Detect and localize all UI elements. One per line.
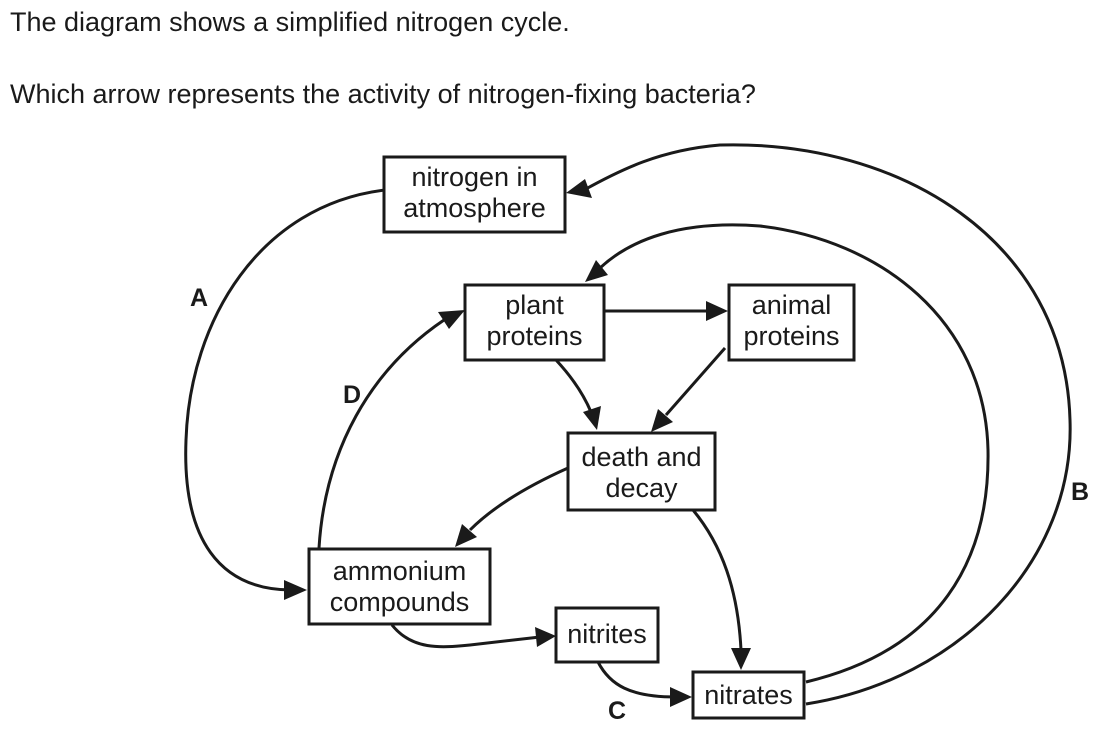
arrow-decay-to-ammonium — [468, 466, 569, 532]
arrow-nitrates-to-plant — [598, 223, 990, 684]
arrowhead — [566, 179, 592, 198]
node-box — [382, 155, 567, 234]
node-box — [727, 283, 856, 362]
question-intro: The diagram shows a simplified nitrogen … — [10, 7, 570, 37]
node-animal-line2: proteins — [743, 321, 839, 351]
arrowhead — [583, 406, 601, 430]
node-nitrates-label: nitrates — [704, 680, 793, 710]
arrow-label-d: D — [343, 381, 361, 409]
node-box — [554, 606, 660, 664]
node-plant-proteins: plant proteins — [463, 283, 606, 362]
node-box — [691, 670, 806, 720]
question-prompt: Which arrow represents the activity of n… — [10, 79, 756, 109]
node-ammonium-line1: ammonium — [333, 556, 467, 586]
arrowhead — [535, 627, 556, 647]
node-plant-line2: proteins — [486, 321, 582, 351]
node-box — [463, 283, 606, 362]
node-death-decay: death and decay — [566, 431, 717, 512]
arrow-decay-to-nitrates — [691, 509, 743, 651]
node-atmosphere-line2: atmosphere — [403, 193, 546, 223]
arrow-label-b: B — [1071, 478, 1089, 506]
node-nitrites: nitrites — [554, 606, 660, 664]
arrow-plant-to-decay — [554, 358, 593, 413]
arrowheads — [284, 179, 751, 707]
arrow-b-denitrification — [583, 143, 1072, 706]
node-animal-proteins: animal proteins — [727, 283, 856, 362]
arrow-label-c: C — [608, 697, 626, 725]
node-plant-line1: plant — [505, 290, 564, 320]
node-atmosphere-line1: nitrogen in — [411, 162, 537, 192]
arrowhead — [455, 524, 477, 547]
arrow-label-a: A — [190, 284, 208, 312]
node-nitrites-label: nitrites — [567, 619, 647, 649]
node-box — [566, 431, 717, 512]
arrowhead — [284, 580, 307, 600]
arrowhead — [670, 687, 692, 707]
arrowhead — [651, 409, 673, 432]
node-box — [307, 547, 492, 626]
arrow-c-nitrification — [596, 661, 677, 699]
arrow-d-uptake — [317, 318, 445, 549]
arrowhead — [585, 260, 608, 282]
arrow-animal-to-decay — [664, 347, 727, 416]
node-ammonium-line2: compounds — [330, 587, 470, 617]
node-death-line2: decay — [605, 473, 678, 503]
arrowhead — [706, 301, 728, 321]
arrow-a-fixation — [184, 188, 386, 592]
arrowhead — [731, 648, 751, 670]
node-atmosphere: nitrogen in atmosphere — [382, 155, 567, 234]
node-animal-line1: animal — [752, 290, 832, 320]
node-death-line1: death and — [581, 442, 701, 472]
node-nitrates: nitrates — [691, 670, 806, 720]
node-ammonium-compounds: ammonium compounds — [307, 547, 492, 626]
arrowhead — [438, 310, 465, 329]
arrow-ammonium-to-nitrites — [390, 624, 541, 649]
arrows — [184, 143, 1072, 706]
